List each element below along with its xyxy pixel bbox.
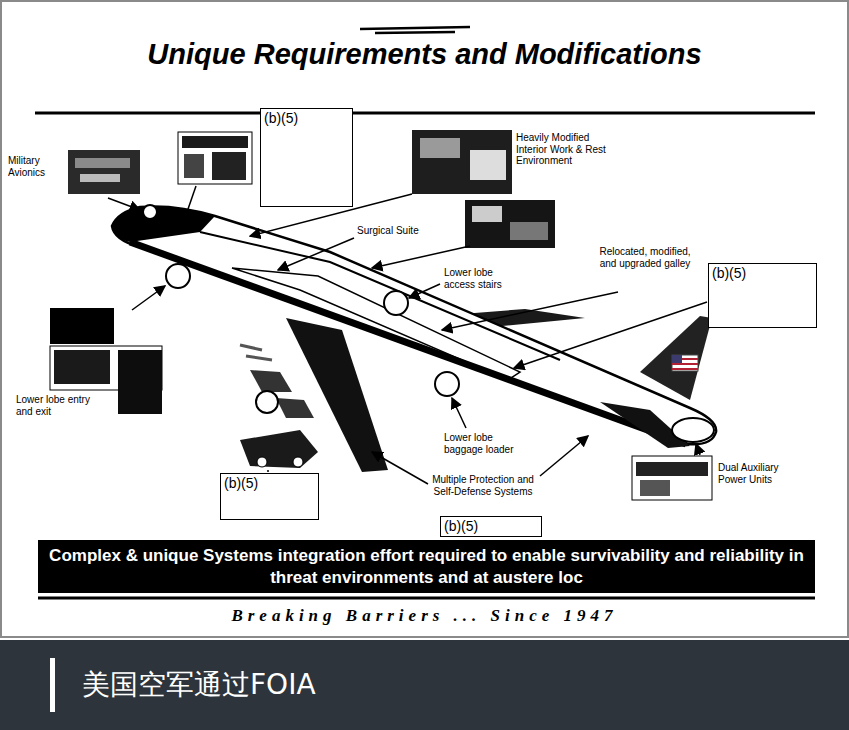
photo-detail: [472, 206, 502, 222]
photo-detail: [80, 174, 120, 182]
interior-photo-2: [465, 200, 555, 248]
photo-detail: [75, 158, 130, 168]
photo-block: [50, 308, 114, 344]
engine: [276, 398, 314, 418]
page-frame: [1, 1, 848, 637]
callout-label: Surgical Suite: [357, 225, 437, 237]
belly-stripe: [130, 242, 686, 444]
engine-smudge: [240, 345, 272, 360]
callout-label: Multiple Protection and Self-Defense Sys…: [428, 474, 538, 497]
callout-label: Relocated, modified, and upgraded galley: [592, 246, 698, 269]
photo-block: [68, 150, 140, 194]
avionics-photo: [68, 150, 140, 194]
callout-circle: [143, 205, 157, 219]
baggage-loader-photo: [240, 430, 318, 468]
redaction-box: (b)(5): [220, 473, 319, 520]
footer-rule: [38, 597, 815, 600]
flag: [672, 355, 698, 371]
summary-band: Complex & unique Systems integration eff…: [38, 540, 815, 593]
photo-detail: [118, 350, 162, 414]
redaction-code: (b)(5): [712, 265, 813, 281]
photo-detail: [420, 138, 460, 158]
redaction-code: (b)(5): [264, 110, 349, 126]
callout-label: Military Avionics: [8, 155, 68, 178]
callout-circle: [435, 372, 459, 396]
interior-photo: [412, 130, 512, 194]
callout-circle: [256, 391, 278, 413]
photo-block: [178, 132, 252, 184]
redaction-box: (b)(5): [440, 516, 542, 537]
photo-block: [632, 456, 712, 500]
title-rule: [35, 112, 815, 115]
title-text: Unique Requirements and Modifications: [0, 38, 849, 71]
photo-detail: [640, 480, 670, 496]
callout-label: Lower lobe baggage loader: [444, 432, 522, 455]
leader-arrow: [540, 436, 588, 476]
leader-arrow: [514, 302, 707, 368]
redaction-scribble: [360, 27, 470, 33]
redaction-box: (b)(5): [260, 108, 353, 207]
callout-label: Lower lobe access stairs: [444, 267, 522, 290]
callout-label: Heavily Modified Interior Work & Rest En…: [516, 132, 614, 167]
leader-lines: [108, 186, 707, 484]
photo-block: [240, 430, 318, 468]
callout-label: Lower lobe entry and exit: [16, 394, 108, 417]
footer-motto: Breaking Barriers ... Since 1947: [0, 606, 849, 626]
tail-fin: [640, 316, 712, 400]
avionics-photo-2: [178, 132, 252, 184]
redaction-code: (b)(5): [444, 518, 538, 534]
leader-arrow: [108, 198, 140, 210]
apu-circle: [672, 418, 714, 442]
photo-detail: [54, 350, 110, 384]
leader-arrow: [372, 246, 470, 268]
leader-arrow: [278, 238, 354, 270]
redaction-code: (b)(5): [224, 475, 315, 491]
leader-arrow: [132, 286, 165, 310]
leader-arrow: [409, 284, 440, 298]
photo-detail: [182, 136, 248, 148]
wheel: [257, 457, 267, 467]
source-bar: 美国空军通过FOIA: [0, 640, 849, 730]
nose-dark: [112, 206, 215, 242]
photo-detail: [470, 150, 506, 180]
wheel: [293, 457, 303, 467]
summary-text: Complex & unique Systems integration eff…: [48, 545, 805, 588]
leader-line: [267, 470, 269, 472]
flag-canton: [672, 355, 682, 363]
redaction-box: (b)(5): [708, 263, 817, 328]
engine: [250, 370, 292, 392]
photo-detail: [636, 462, 708, 476]
flag-stripe: [672, 363, 698, 365]
leader-arrow: [372, 452, 428, 484]
callout-circle: [166, 264, 190, 288]
leader-arrow: [452, 398, 466, 428]
callout-label: Dual Auxiliary Power Units: [718, 462, 794, 485]
apu-photo: [632, 456, 712, 500]
photo-detail: [184, 154, 204, 178]
photo-detail: [212, 152, 246, 180]
leader-arrow: [696, 444, 700, 455]
source-text: 美国空军通过FOIA: [82, 666, 316, 704]
flag-stripe: [672, 368, 698, 370]
callout-circle: [384, 291, 408, 315]
photo-detail: [510, 222, 548, 240]
photo-block: [412, 130, 512, 194]
flag-field: [672, 355, 698, 371]
leader-line: [187, 186, 196, 212]
photo-block: [465, 200, 555, 248]
cheat-line: [200, 232, 560, 360]
leader-arrow: [442, 292, 618, 330]
